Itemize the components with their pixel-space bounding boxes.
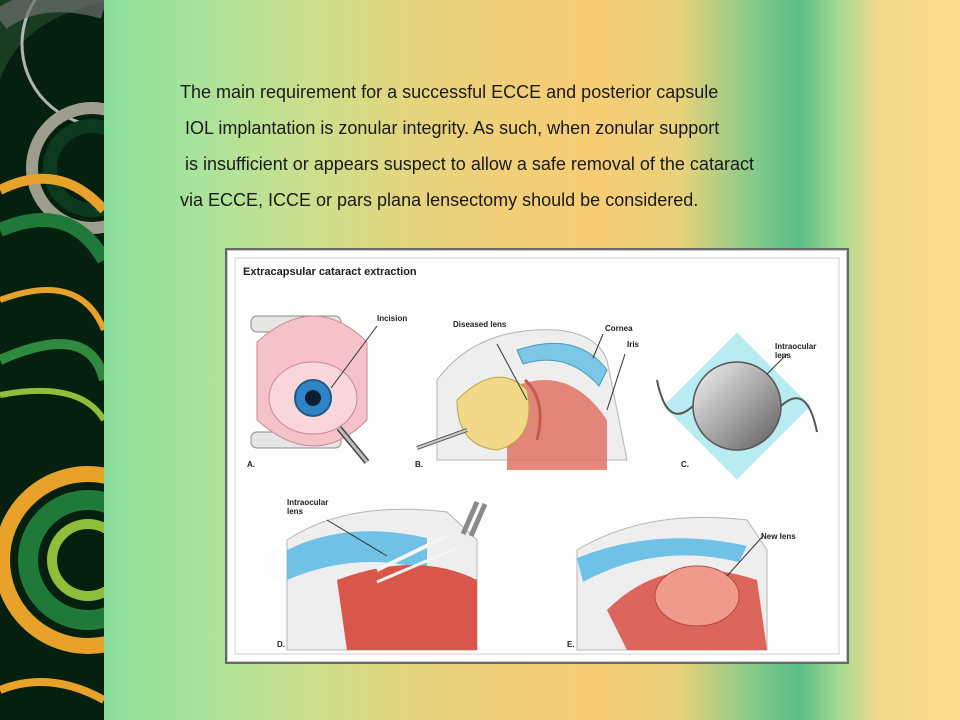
figure-illustration xyxy=(227,250,847,662)
label-intraocular-lens-d: Intraocular lens xyxy=(287,498,343,516)
panel-b-letter: B. xyxy=(415,460,423,469)
panel-d-iol-insertion xyxy=(287,502,485,650)
panel-a-letter: A. xyxy=(247,460,255,469)
cataract-extraction-figure: Extracapsular cataract extraction Incisi… xyxy=(225,248,849,664)
panel-e-new-lens xyxy=(577,517,767,650)
panel-d-letter: D. xyxy=(277,640,285,649)
label-intraocular-lens-c: Intraocular lens xyxy=(775,342,831,360)
figure-title: Extracapsular cataract extraction xyxy=(243,266,417,278)
paragraph-line: IOL implantation is zonular integrity. A… xyxy=(180,110,900,146)
decorative-rings-graphic xyxy=(0,0,104,720)
label-incision: Incision xyxy=(377,314,407,323)
decorative-side-band xyxy=(0,0,104,720)
panel-e-letter: E. xyxy=(567,640,575,649)
paragraph-line: via ECCE, ICCE or pars plana lensectomy … xyxy=(180,182,900,218)
paragraph-line: is insufficient or appears suspect to al… xyxy=(180,146,900,182)
panel-c-letter: C. xyxy=(681,460,689,469)
paragraph-line: The main requirement for a successful EC… xyxy=(180,74,900,110)
label-iris: Iris xyxy=(627,340,639,349)
slide-paragraph: The main requirement for a successful EC… xyxy=(180,74,900,218)
label-cornea: Cornea xyxy=(605,324,633,333)
label-diseased-lens: Diseased lens xyxy=(453,320,506,329)
label-new-lens: New lens xyxy=(761,532,796,541)
